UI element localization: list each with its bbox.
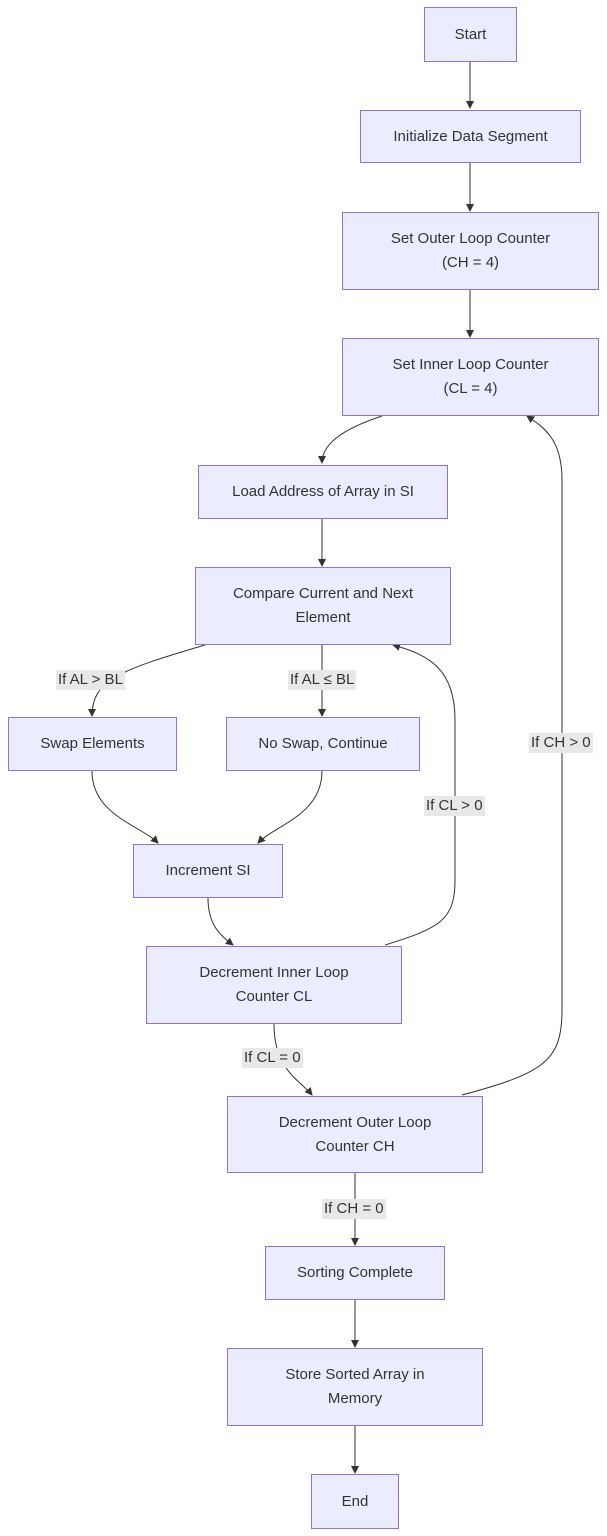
start-node: Start [424,7,517,62]
edge-decinner-compare [384,642,456,946]
end-node: End [311,1474,399,1529]
decrement-outer-loop-node: Decrement Outer Loop Counter CH [227,1096,483,1173]
edge-decinner-decouter [273,1023,313,1096]
load-address-node: Load Address of Array in SI [198,465,448,519]
edge-label-ch-eq-0: If CH = 0 [322,1199,386,1219]
edge-label-cl-eq-0: If CL = 0 [242,1048,303,1068]
edge-decouter-inner [461,415,563,1096]
edge-inner-load [318,415,383,464]
swap-elements-node: Swap Elements [8,717,177,771]
edge-noswap-inc [257,770,323,844]
edge-inc-decinner [207,897,234,946]
edge-label-ch-gt-0: If CH > 0 [529,733,593,753]
store-sorted-array-node: Store Sorted Array in Memory [227,1348,483,1426]
edge-swap-inc [91,770,159,844]
compare-elements-node: Compare Current and Next Element [195,567,451,645]
set-outer-loop-counter-node: Set Outer Loop Counter (CH = 4) [342,212,599,290]
edge-label-cl-gt-0: If CL > 0 [424,796,485,816]
set-inner-loop-counter-node: Set Inner Loop Counter (CL = 4) [342,338,599,416]
sorting-complete-node: Sorting Complete [265,1246,445,1300]
decrement-inner-loop-node: Decrement Inner Loop Counter CL [146,946,402,1024]
edge-label-al-gt-bl: If AL > BL [56,670,125,690]
no-swap-continue-node: No Swap, Continue [226,717,420,771]
initialize-data-segment-node: Initialize Data Segment [360,110,581,163]
increment-si-node: Increment SI [133,844,283,898]
edge-label-al-le-bl: If AL ≤ BL [288,670,357,690]
